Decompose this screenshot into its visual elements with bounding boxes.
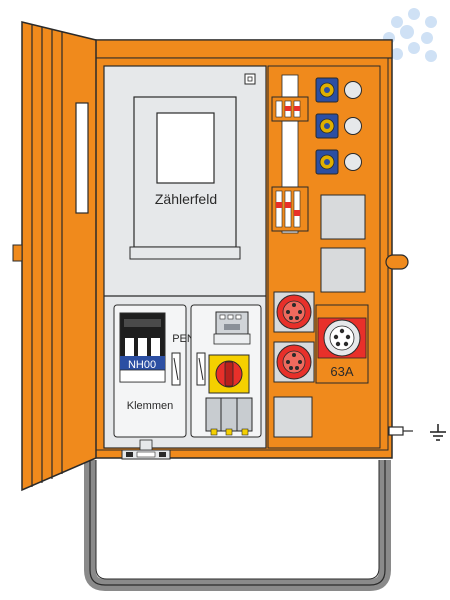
cabinet-door [12, 21, 97, 492]
ground-symbol-icon [430, 424, 446, 441]
side-handle [385, 254, 409, 270]
cee-socket-small-2 [273, 341, 315, 383]
cee-socket-63a: 63A [315, 304, 369, 384]
earth-terminal [388, 426, 413, 436]
schuko-socket-3 [315, 149, 362, 175]
cee-socket-small-1 [273, 291, 315, 333]
meter-window [156, 112, 215, 184]
door-hinge [12, 244, 23, 262]
bottom-latch [121, 439, 171, 460]
terminals-label: Klemmen [127, 400, 173, 412]
blank-plate-3 [273, 396, 313, 438]
blank-plate-2 [320, 247, 366, 293]
schuko-socket-1 [315, 77, 362, 103]
blank-plate-1 [320, 194, 366, 240]
circuit-breakers-upper [271, 96, 309, 122]
socket-cover-3 [344, 153, 362, 171]
cee-rating-label: 63A [330, 364, 353, 379]
socket-cover-1 [344, 81, 362, 99]
nh-fuse-label: NH00 [128, 359, 156, 371]
door-window-slot [75, 102, 89, 214]
schuko-socket-2 [315, 113, 362, 139]
circuit-breakers-lower [271, 186, 309, 232]
fuse-base [205, 397, 253, 432]
panel-lock-icon [244, 73, 256, 85]
meter-field-label: Zählerfeld [155, 191, 217, 207]
watermark-logo-icon [383, 8, 437, 62]
socket-cover-2 [344, 117, 362, 135]
cabinet-stand-frame [84, 460, 391, 591]
